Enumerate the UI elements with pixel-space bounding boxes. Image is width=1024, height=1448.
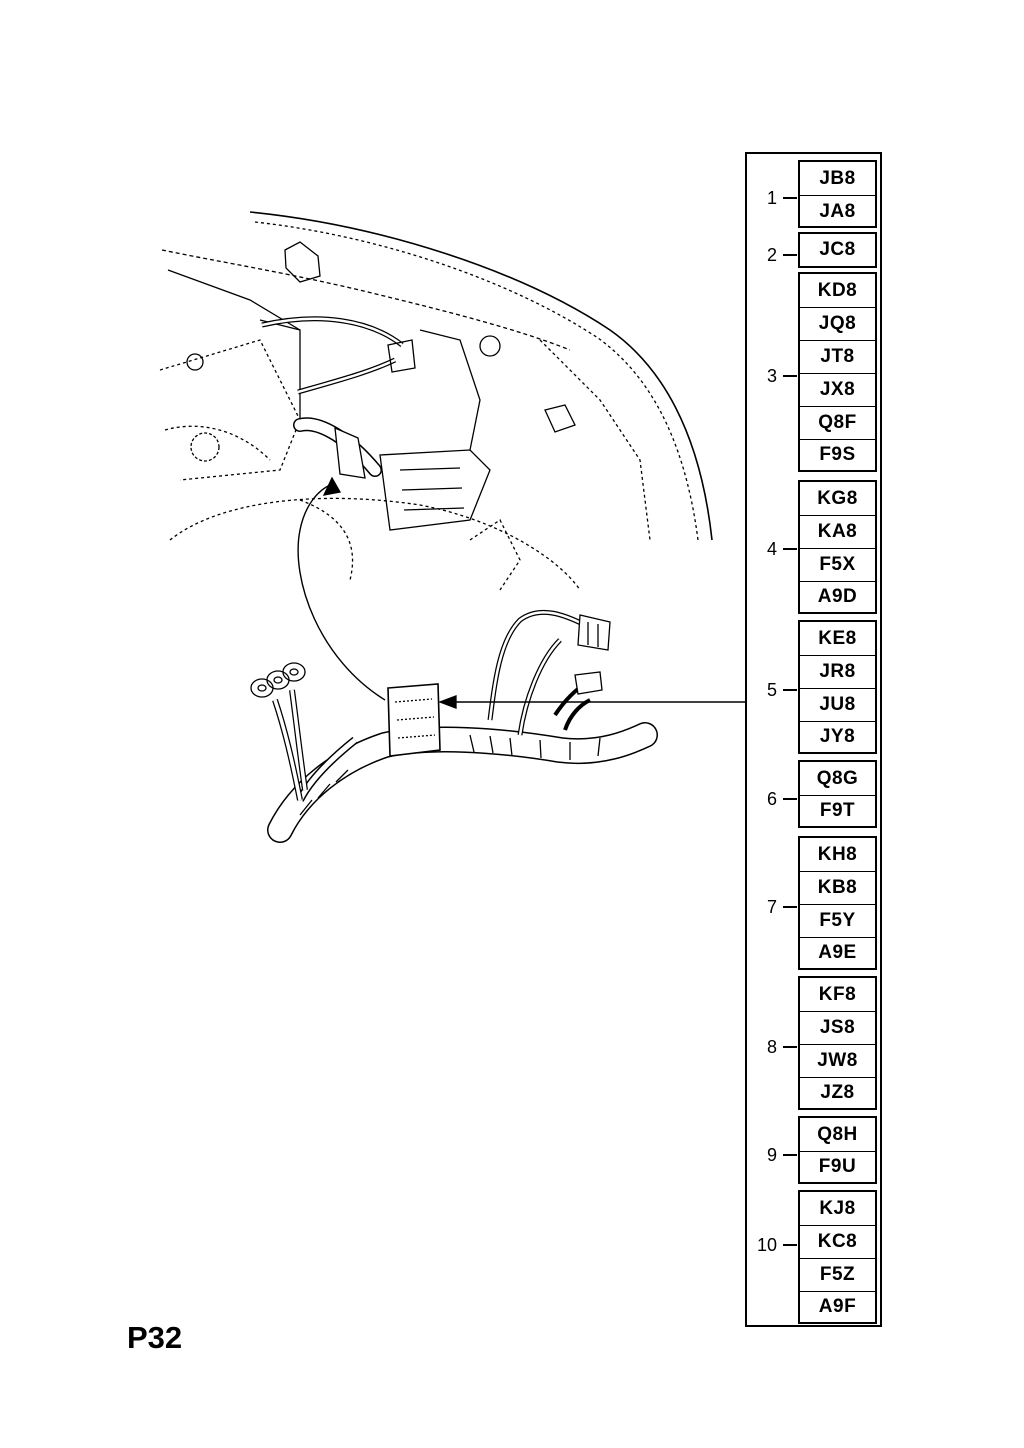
code-group-4: KG8 KA8 F5X A9D (798, 480, 877, 614)
group-leader-4 (783, 548, 797, 550)
group-number-7: 7 (766, 897, 777, 917)
code-cell: F9T (800, 795, 875, 826)
callout-arrow (438, 695, 745, 709)
code-cell: KH8 (817, 843, 858, 865)
code-cell: JU8 (800, 688, 875, 721)
code-cell: KJ8 (819, 1197, 856, 1219)
code-cell: F9S (800, 439, 875, 470)
code-group-2: JC8 (798, 232, 877, 268)
code-cell: JW8 (800, 1044, 875, 1077)
group-number-3: 3 (766, 366, 777, 386)
group-number-8: 8 (766, 1037, 777, 1057)
code-cell: F5Z (800, 1258, 875, 1291)
code-cell: JC8 (819, 239, 856, 260)
group-leader-3 (783, 375, 797, 377)
group-leader-7 (783, 906, 797, 908)
code-cell: KC8 (800, 1225, 875, 1258)
group-number-5: 5 (766, 680, 777, 700)
code-cell: Q8G (816, 767, 859, 789)
code-cell: F9U (800, 1151, 875, 1182)
code-group-10: KJ8 KC8 F5Z A9F (798, 1190, 877, 1324)
group-leader-1 (783, 197, 797, 199)
code-group-7: KH8 KB8 F5Y A9E (798, 836, 877, 970)
group-number-4: 4 (766, 539, 777, 559)
group-leader-6 (783, 798, 797, 800)
code-cell: F5X (800, 548, 875, 581)
group-number-1: 1 (766, 188, 777, 208)
code-cell: JB8 (819, 167, 856, 189)
install-location-arrow (297, 476, 386, 701)
page-code: P32 (127, 1320, 183, 1355)
code-cell: A9E (800, 937, 875, 968)
code-cell: JS8 (800, 1011, 875, 1044)
group-leader-8 (783, 1046, 797, 1048)
group-number-2: 2 (766, 245, 777, 265)
code-cell: KB8 (800, 871, 875, 904)
code-cell: KF8 (818, 983, 857, 1005)
code-cell: KG8 (817, 487, 858, 509)
group-number-9: 9 (766, 1145, 777, 1165)
group-leader-9 (783, 1154, 797, 1156)
code-cell: Q8H (817, 1123, 858, 1145)
code-cell: KA8 (800, 515, 875, 548)
code-group-1: JB8 JA8 (798, 160, 877, 228)
code-cell: JT8 (800, 340, 875, 373)
code-cell: A9F (800, 1291, 875, 1322)
group-leader-10 (783, 1244, 797, 1246)
vehicle-body-outline (159, 211, 713, 591)
code-group-5: KE8 JR8 JU8 JY8 (798, 620, 877, 754)
code-group-9: Q8H F9U (798, 1116, 877, 1184)
code-cell: JR8 (800, 655, 875, 688)
group-number-10: 10 (756, 1235, 777, 1255)
parts-code-panel: 1 JB8 JA8 2 JC8 3 KD8 JQ8 JT8 JX8 Q8F F9… (745, 152, 882, 1327)
code-cell: JA8 (800, 195, 875, 228)
code-cell: F5Y (800, 904, 875, 937)
code-cell: A9D (800, 581, 875, 612)
code-cell: JX8 (800, 373, 875, 406)
code-cell: Q8F (800, 406, 875, 439)
group-leader-5 (783, 689, 797, 691)
code-cell: KE8 (818, 627, 857, 649)
code-group-3: KD8 JQ8 JT8 JX8 Q8F F9S (798, 272, 877, 472)
code-cell: JY8 (800, 721, 875, 752)
wiring-harness-detail (250, 609, 658, 843)
group-number-6: 6 (766, 789, 777, 809)
group-leader-2 (783, 254, 797, 256)
installed-harness (261, 316, 416, 479)
code-cell: KD8 (817, 279, 858, 301)
code-group-6: Q8G F9T (798, 760, 877, 828)
code-cell: JZ8 (800, 1077, 875, 1108)
code-group-8: KF8 JS8 JW8 JZ8 (798, 976, 877, 1110)
code-cell: JQ8 (800, 307, 875, 340)
